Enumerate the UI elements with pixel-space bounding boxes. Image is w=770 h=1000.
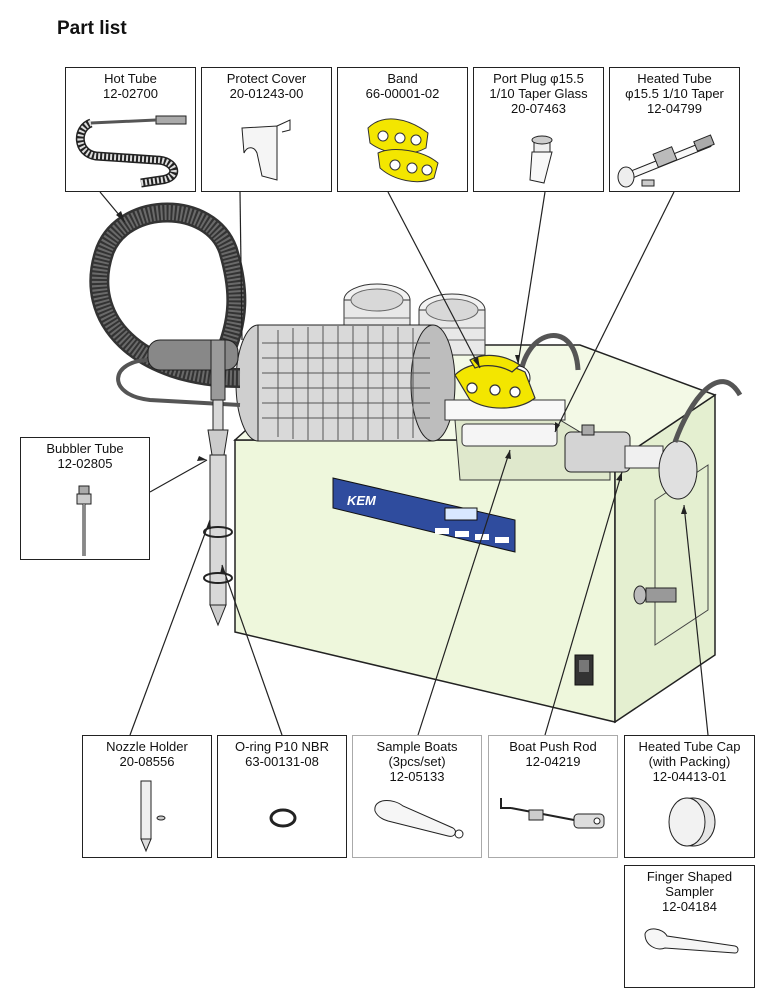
o-ring-icon	[269, 808, 297, 828]
sample-boat-icon	[374, 800, 464, 839]
heated-tube-icon	[617, 134, 715, 188]
part-card-heated-tube-cap: Heated Tube Cap (with Packing)12-04413-0…	[624, 735, 755, 858]
band-illustration	[454, 354, 536, 409]
panel-brand-text: KEM	[347, 493, 377, 508]
nozzle-holder-icon	[140, 780, 166, 853]
heated-tube-cap-icon	[668, 797, 716, 847]
band-icon	[367, 118, 439, 183]
bubbler-tube-icon	[76, 485, 92, 556]
heater-unit	[235, 324, 456, 442]
boat-push-rod-icon	[500, 798, 605, 829]
control-panel: KEM	[332, 477, 516, 553]
protect-cover-icon	[241, 119, 291, 181]
heated-tube-cap-illustration	[658, 440, 698, 500]
hot-tube-icon	[75, 115, 187, 188]
page-title: Part list	[57, 18, 127, 39]
port-plug-icon	[529, 135, 553, 184]
part-label: Sample Boats (3pcs/set)12-05133	[376, 739, 458, 784]
part-card-sample-boats: Sample Boats (3pcs/set)12-05133	[352, 735, 482, 858]
finger-shaped-sampler-icon	[644, 928, 739, 954]
leader-lines	[99, 191, 709, 736]
part-label: Heated Tube Cap (with Packing)12-04413-0…	[638, 739, 741, 784]
